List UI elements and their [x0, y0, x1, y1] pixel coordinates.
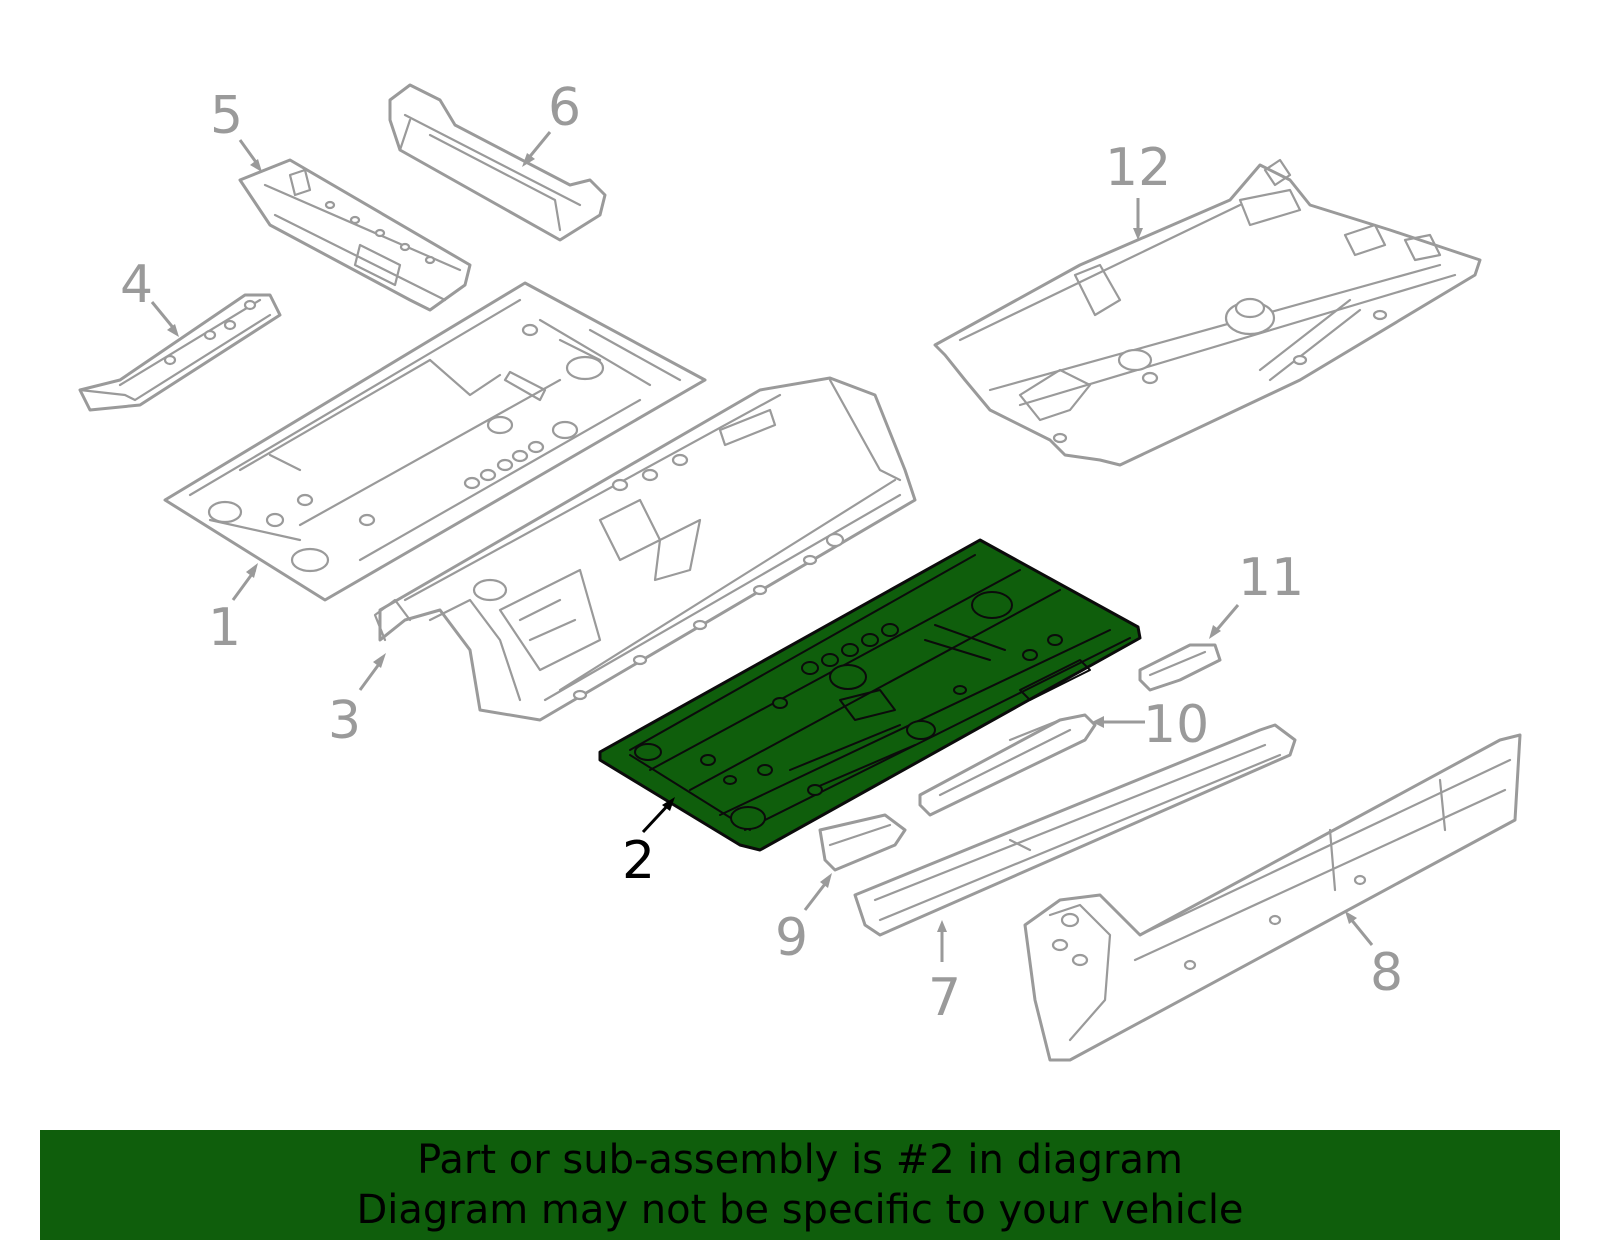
part-3-center-tunnel[interactable]: [373, 376, 917, 722]
banner-line-disclaimer: Diagram may not be specific to your vehi…: [356, 1187, 1244, 1233]
callout-3: 3: [328, 691, 361, 751]
callout-6: 6: [548, 78, 581, 138]
callout-1: 1: [208, 598, 241, 658]
part-7-inner-sill[interactable]: [853, 723, 1297, 937]
callout-7: 7: [928, 968, 961, 1028]
callout-2: 2: [622, 831, 655, 891]
part-9-bracket[interactable]: [818, 813, 907, 872]
callout-8: 8: [1370, 943, 1403, 1003]
part-12-rear-floor[interactable]: [933, 158, 1482, 467]
part-5-reinforcement[interactable]: [238, 158, 472, 312]
part-2-floor-pan-highlighted[interactable]: [598, 538, 1142, 852]
part-10-rail[interactable]: [918, 713, 1097, 817]
info-banner: Part or sub-assembly is #2 in diagram Di…: [40, 1130, 1560, 1240]
banner-line-part-number: Part or sub-assembly is #2 in diagram: [417, 1137, 1183, 1183]
callout-5: 5: [210, 86, 243, 146]
callout-9: 9: [775, 908, 808, 968]
callout-labels: 1 2 3 4 5 6 7 8 9 10 11 12: [120, 78, 1403, 1028]
callout-12: 12: [1105, 138, 1171, 198]
part-6-seat-crossmember[interactable]: [388, 83, 607, 242]
callout-leaders: [150, 131, 1374, 962]
callout-10: 10: [1143, 695, 1209, 755]
callout-4: 4: [120, 255, 153, 315]
part-8-outer-rocker[interactable]: [1023, 733, 1522, 1062]
part-4-crossmember[interactable]: [78, 293, 282, 412]
part-1-front-floor-pan[interactable]: [163, 281, 707, 602]
callout-11: 11: [1238, 548, 1304, 608]
part-11-bracket[interactable]: [1138, 643, 1222, 692]
